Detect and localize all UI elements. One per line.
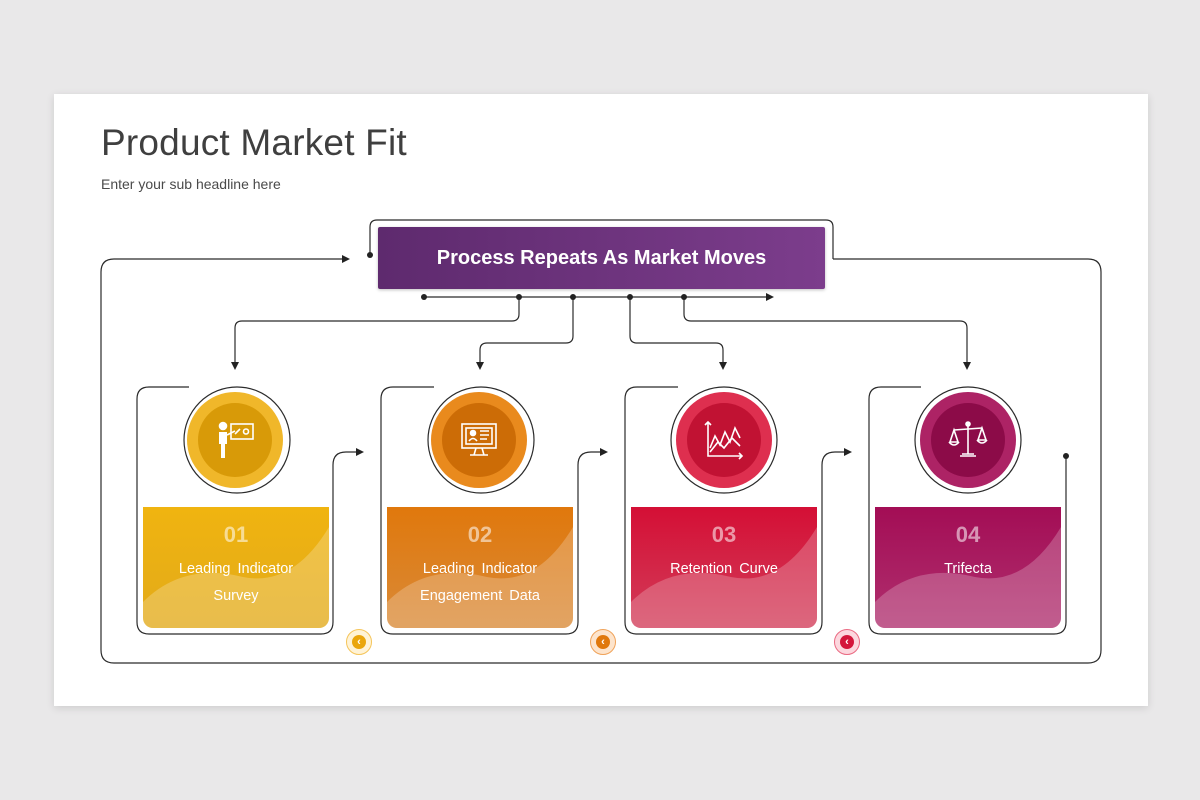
frame-4-line bbox=[868, 386, 1067, 635]
process-banner: Process Repeats As Market Moves bbox=[378, 227, 825, 289]
step-2-number: 02 bbox=[467, 522, 493, 547]
line-chart-icon bbox=[704, 420, 744, 460]
step-3-number: 03 bbox=[711, 522, 737, 547]
frame-end-dot bbox=[1063, 453, 1069, 459]
presenter-board-icon bbox=[218, 421, 254, 458]
page-title: Product Market Fit bbox=[101, 122, 407, 163]
branch-2-line bbox=[476, 297, 574, 370]
step-3-circle bbox=[676, 392, 772, 488]
frame-2-line bbox=[380, 386, 608, 635]
step-4-card: 04 Trifecta bbox=[875, 507, 1061, 628]
bracket-dot bbox=[367, 252, 373, 258]
outer-loop-line bbox=[100, 255, 1102, 664]
chevron-left-icon: ‹ bbox=[346, 629, 372, 655]
bus-dot bbox=[681, 294, 687, 300]
branch-3-line bbox=[629, 297, 727, 370]
step-4-circle bbox=[920, 392, 1016, 488]
frame-3-line bbox=[624, 386, 852, 635]
balance-scale-icon bbox=[948, 421, 988, 457]
circle-ring-4 bbox=[914, 386, 1022, 494]
step-1-circle bbox=[187, 392, 283, 488]
page-subtitle: Enter your sub headline here bbox=[101, 176, 281, 192]
bus-dot bbox=[516, 294, 522, 300]
branch-1-line bbox=[231, 297, 520, 370]
banner-bracket-line bbox=[369, 219, 834, 259]
step-4-number: 04 bbox=[955, 522, 981, 547]
branch-4-line bbox=[683, 297, 971, 370]
chevron-left-icon: ‹ bbox=[834, 629, 860, 655]
step-2-circle bbox=[431, 392, 527, 488]
frame-1-line bbox=[136, 386, 364, 635]
step-3-label: Retention Curve bbox=[670, 561, 778, 577]
bus-dot bbox=[627, 294, 633, 300]
step-1-number: 01 bbox=[223, 522, 249, 547]
step-3-card: 03 Retention Curve bbox=[631, 507, 817, 628]
bus-dot bbox=[421, 294, 427, 300]
circle-ring-3 bbox=[670, 386, 778, 494]
step-4-label: Trifecta bbox=[944, 561, 992, 577]
circle-ring-1 bbox=[183, 386, 291, 494]
bus-dot bbox=[570, 294, 576, 300]
circle-ring-2 bbox=[427, 386, 535, 494]
chevron-left-icon: ‹ bbox=[590, 629, 616, 655]
monitor-profile-icon bbox=[461, 423, 497, 456]
